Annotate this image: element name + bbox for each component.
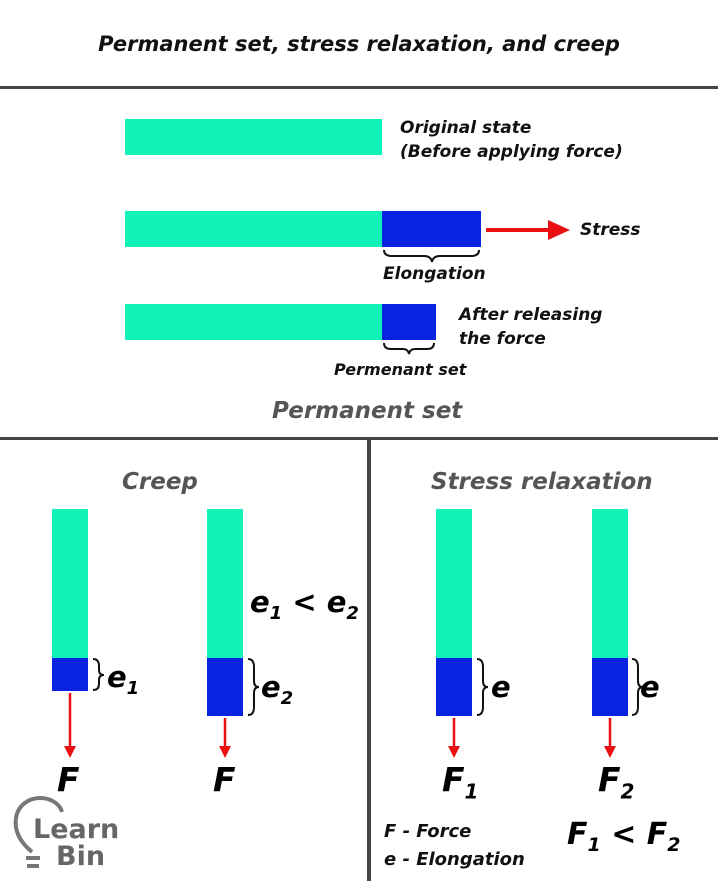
creep-compare-op: < bbox=[292, 585, 317, 619]
permanent-set-caption: Permanent set bbox=[272, 398, 463, 424]
creep-bar2-elongation bbox=[207, 658, 243, 716]
relax-force1-letter: F bbox=[442, 760, 465, 799]
creep-e1-sub: 1 bbox=[126, 677, 140, 699]
logo-text-line2: Bin bbox=[56, 841, 106, 872]
relax-force2-label: F2 bbox=[598, 760, 634, 804]
permanent-set-brace bbox=[383, 342, 435, 355]
creep-e2-sub: 2 bbox=[280, 687, 294, 709]
creep-compare-e1-sub: 1 bbox=[269, 602, 283, 624]
stress-relaxation-heading: Stress relaxation bbox=[431, 469, 653, 495]
page-title: Permanent set, stress relaxation, and cr… bbox=[98, 32, 620, 56]
creep-bar1-elongation bbox=[52, 658, 88, 691]
stressed-bar-elongation-part bbox=[382, 211, 481, 247]
creep-force2-label: F bbox=[213, 760, 236, 799]
creep-e1-brace bbox=[92, 658, 105, 691]
relax-e-left-label: e bbox=[491, 670, 511, 704]
stress-arrow-head bbox=[548, 220, 570, 240]
relax-force2-sub: 2 bbox=[620, 779, 635, 804]
creep-compare-e2-sub: 2 bbox=[346, 602, 359, 624]
original-state-bar bbox=[125, 119, 382, 155]
relax-bar1-original bbox=[436, 509, 472, 658]
relax-e-right-label: e bbox=[640, 670, 660, 704]
permanent-set-small-label: Permenant set bbox=[334, 360, 467, 379]
relax-bar2-elongation bbox=[592, 658, 628, 716]
after-release-label-line1: After releasing bbox=[459, 305, 603, 325]
relax-compare-f1: F bbox=[567, 817, 588, 852]
relax-force2-letter: F bbox=[598, 760, 621, 799]
elongation-label: Elongation bbox=[383, 264, 486, 284]
relax-arrow2-head bbox=[604, 746, 616, 758]
creep-force1-label: F bbox=[57, 760, 80, 799]
relax-bar1-elongation bbox=[436, 658, 472, 716]
released-bar-permanent-part bbox=[382, 304, 436, 340]
creep-e2-brace bbox=[247, 658, 260, 716]
creep-compare-e1: e bbox=[250, 585, 270, 619]
relax-bar2-original bbox=[592, 509, 628, 658]
creep-compare-e2: e bbox=[326, 585, 347, 619]
creep-comparison: e1 < e2 bbox=[250, 585, 359, 624]
relax-e-left-brace bbox=[476, 658, 489, 716]
creep-e2-letter: e bbox=[261, 670, 281, 704]
relax-compare-f2: F bbox=[646, 817, 668, 852]
relax-force1-sub: 1 bbox=[464, 779, 479, 804]
vertical-divider bbox=[367, 440, 371, 881]
creep-e2-label: e2 bbox=[261, 670, 293, 709]
legend-elongation: e - Elongation bbox=[384, 849, 525, 870]
creep-bar2-original bbox=[207, 509, 243, 658]
stress-label: Stress bbox=[580, 220, 641, 240]
creep-heading: Creep bbox=[122, 469, 198, 495]
elongation-brace bbox=[383, 249, 480, 263]
lightbulb-icon bbox=[13, 795, 64, 868]
logo-text-line1: Learn bbox=[33, 814, 120, 845]
creep-arrow2-head bbox=[219, 746, 231, 758]
creep-e1-label: e1 bbox=[107, 660, 139, 699]
legend-force: F - Force bbox=[384, 821, 472, 842]
creep-bar1-original bbox=[52, 509, 88, 658]
original-state-label-line1: Original state bbox=[400, 118, 532, 138]
relax-force1-label: F1 bbox=[442, 760, 478, 804]
relax-e-right-brace bbox=[631, 658, 644, 716]
relax-compare-f1-sub: 1 bbox=[587, 834, 601, 856]
relax-comparison: F1 < F2 bbox=[567, 817, 681, 856]
stressed-bar-original-part bbox=[125, 211, 382, 247]
relax-compare-f2-sub: 2 bbox=[667, 834, 681, 856]
relax-arrow1-head bbox=[448, 746, 460, 758]
released-bar-original-part bbox=[125, 304, 382, 340]
creep-e1-letter: e bbox=[107, 660, 127, 694]
title-divider bbox=[0, 86, 718, 89]
creep-arrow1-head bbox=[64, 746, 76, 758]
original-state-label-line2: (Before applying force) bbox=[400, 142, 623, 162]
after-release-label-line2: the force bbox=[459, 329, 546, 349]
relax-compare-op: < bbox=[611, 817, 637, 852]
section-divider bbox=[0, 437, 718, 440]
